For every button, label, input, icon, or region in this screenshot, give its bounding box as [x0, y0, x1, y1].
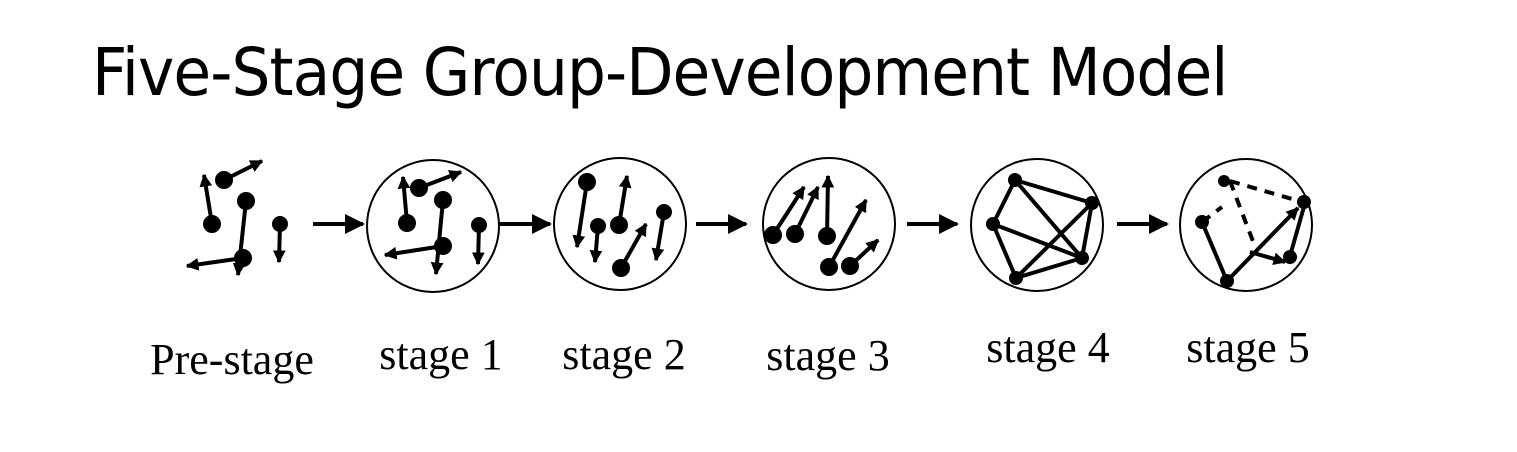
pre-stage-graphic	[185, 159, 288, 277]
stage-5-graphic	[1179, 158, 1313, 292]
stage-3-graphic	[762, 157, 896, 291]
stage-4-graphic	[970, 158, 1104, 292]
label-stage-4: stage 4	[986, 323, 1110, 372]
label-stage-1: stage 1	[379, 330, 503, 379]
label-stage-2: stage 2	[562, 330, 686, 379]
label-stage-3: stage 3	[766, 331, 890, 380]
label-stage-5: stage 5	[1186, 323, 1310, 372]
diagram-title: Five-Stage Group-Development Model	[92, 34, 1228, 111]
stage-1-graphic	[366, 159, 500, 293]
stage-2-graphic	[553, 157, 687, 291]
label-pre-stage: Pre-stage	[150, 335, 314, 384]
